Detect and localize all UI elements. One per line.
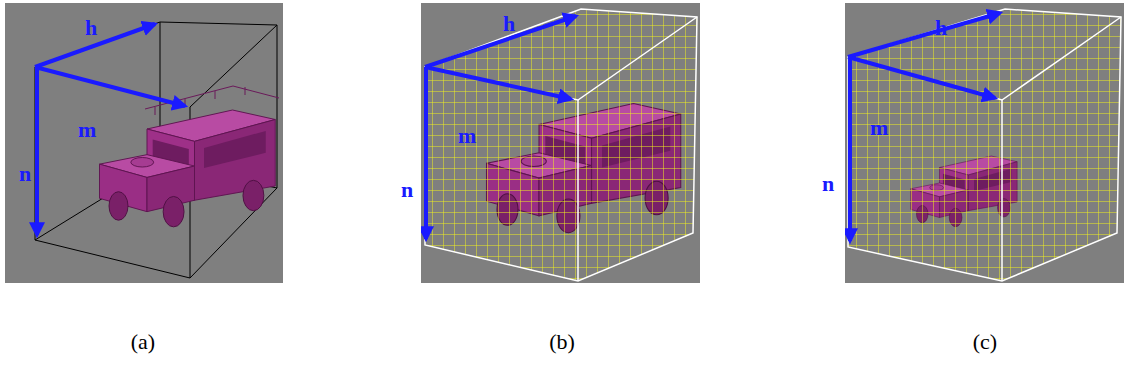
axis-label: h [935,17,947,39]
axis-label: n [19,163,31,185]
panel-caption: (b) [549,330,575,354]
axis-label: m [870,117,888,139]
axis-label: h [503,13,515,35]
panel-caption: (c) [973,330,997,354]
image-panel: hmn [421,3,700,283]
axis-label: h [85,17,97,39]
panel-caption: (a) [131,330,155,354]
axis-label: m [78,119,96,141]
panel-illustration [845,3,1124,283]
axis-label: n [401,179,413,201]
image-panel: hmn [845,3,1124,283]
image-panel: h m n [5,3,283,283]
panel-illustration [5,3,283,283]
axis-label: m [458,125,476,147]
axis-label: n [822,173,834,195]
